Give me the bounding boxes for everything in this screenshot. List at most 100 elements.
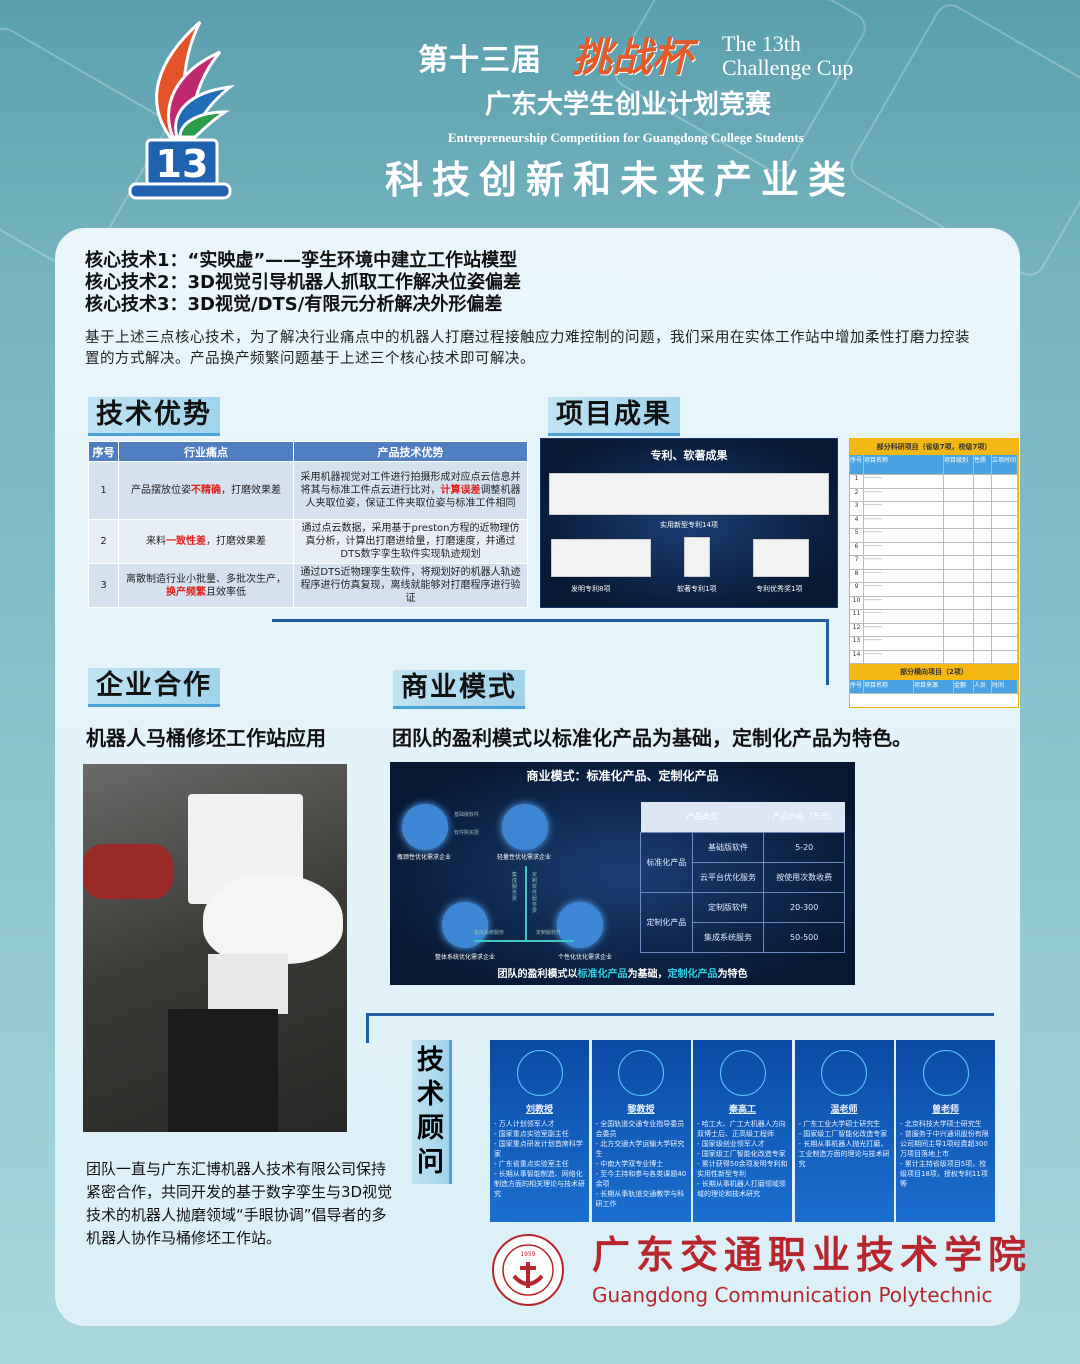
row-name: ─────	[864, 623, 944, 636]
col: 项目名称	[864, 455, 944, 474]
list-row: 7─────	[850, 556, 1018, 570]
row-date	[992, 515, 1018, 528]
robot-base	[168, 1009, 278, 1132]
pain-cell: 离散制造行业小批量、多批次生产，换产频繁且效率低	[118, 563, 294, 608]
col: 序号	[850, 455, 864, 474]
divider-line	[826, 619, 829, 685]
row-level	[944, 583, 974, 596]
section-heading-business: 商业模式	[393, 670, 525, 710]
advisor-credential: - 国家级工厂智能化改造专家	[697, 1150, 786, 1158]
list-title: 部分科研项目（省级7项，校级7项）	[850, 439, 1018, 455]
text: 且效率低	[206, 586, 246, 598]
credential-text: 累计获得50余项发明专利和实用性新型专利	[697, 1160, 788, 1178]
row-level	[944, 529, 974, 542]
advisor-name: 秦高工	[728, 1105, 756, 1115]
arrow-label: 基础版软件	[454, 812, 480, 818]
section-heading-cooperation: 企业合作	[88, 668, 220, 708]
advisor-card: 曾老师- 北京科技大学硕士研究生- 曾服务于中兴通讯股份有限公司期间主导1项经费…	[896, 1040, 995, 1222]
arrow-label: 定制软件服务费	[532, 872, 538, 914]
row-date	[992, 556, 1018, 569]
text: 采用机器视觉对工件进行拍摄形成对应点云信息并将其与标准工件点云进行比对，	[300, 472, 521, 496]
credential-text: 万人计划领军人才	[498, 1120, 555, 1128]
list-row: 6─────	[850, 542, 1018, 556]
cup-name: 挑战杯	[572, 34, 692, 81]
text: 为特色	[717, 969, 748, 980]
credential-text: 曾服务于中兴通讯股份有限公司期间主导1项经费超300万项目落地上市	[900, 1130, 989, 1158]
col: 立项时间	[992, 455, 1018, 474]
category-title: 科技创新和未来产业类	[385, 158, 856, 202]
advantage-cell: 采用机器视觉对工件进行拍摄形成对应点云信息并将其与标准工件点云进行比对，计算误差…	[293, 461, 528, 520]
row-date	[992, 637, 1018, 650]
row-no: 7	[850, 556, 864, 569]
col: 性质	[974, 455, 992, 474]
node-label: 轻量性优化需求企业	[496, 854, 551, 861]
product-price: 5-20	[763, 831, 845, 863]
row-name: ─────	[864, 556, 944, 569]
advisor-name: 刘教授	[525, 1105, 553, 1115]
pain-cell: 来料一致性差，打磨效果差	[118, 519, 294, 564]
product-price: 20-300	[763, 891, 845, 923]
toilet-bowl	[203, 874, 343, 964]
col-header: 产品类型	[640, 802, 764, 832]
row-no: 9	[850, 583, 864, 596]
row-no: 10	[850, 596, 864, 609]
row-no: 1	[850, 475, 864, 488]
divider-line	[272, 619, 828, 622]
advisor-credential: - 长期从事轨道交通教学与科研工作	[595, 1190, 685, 1208]
text: 来料	[146, 536, 166, 547]
row-type	[974, 650, 992, 663]
row-no: 14	[850, 650, 864, 663]
cup-en-line2: Challenge Cup	[722, 55, 854, 80]
row-date	[992, 623, 1018, 636]
row-name: ─────	[864, 488, 944, 501]
advisor-credential: - 至今主持和参与各类课题40余项	[595, 1170, 687, 1188]
patent-panel-title: 专利、软著成果	[650, 449, 728, 462]
bg-hexagon	[608, 0, 872, 178]
credential-text: 北方交通大学运输大学研究生	[595, 1140, 685, 1158]
advantage-cell: 通过DTS近物理孪生软件，将规划好的机器人轨迹程序进行仿真复现，离线就能够对打磨…	[293, 563, 528, 608]
advisor-name: 温老师	[830, 1105, 858, 1115]
section-heading-tech-advantage: 技术优势	[88, 397, 220, 437]
product-type: 标准化产品	[640, 831, 693, 893]
advisor-credential: - 北方交通大学运输大学研究生	[595, 1140, 685, 1158]
school-seal: 1959	[490, 1232, 566, 1308]
row-date	[992, 596, 1018, 609]
advisor-credential: - 累计主持省级项目5项，校级项目18项，授权专利11项等	[900, 1160, 988, 1188]
row-date	[992, 583, 1018, 596]
product-type: 定制化产品	[640, 891, 693, 953]
row-date	[992, 569, 1018, 582]
list-header: 序号项目名称项目级别性质立项时间	[850, 455, 1018, 475]
advisor-name: 曾老师	[931, 1105, 959, 1115]
advisor-credential: - 曾服务于中兴通讯股份有限公司期间主导1项经费超300万项目落地上市	[900, 1130, 989, 1158]
col: 项目级别	[944, 455, 974, 474]
node-label: 瓶颈性优化需求企业	[396, 854, 451, 861]
credential-text: 长期从事机器人打磨领域领域的理论和技术研究	[697, 1180, 786, 1198]
arrow-label: 定制版软件	[536, 930, 562, 936]
competition-title-en: Entrepreneurship Competition for Guangdo…	[448, 130, 804, 145]
toilet-workstation-photo	[83, 764, 347, 1132]
advisor-credential: - 长期从事机器人抛光打磨，工业制造方面的理论与技术研究	[798, 1140, 890, 1168]
product-price: 50-500	[763, 921, 845, 953]
product-item: 定制版软件	[691, 891, 765, 923]
advisor-credential: - 国家级工厂智能化改造专家	[798, 1130, 888, 1138]
advantage-cell: 通过点云数据，采用基于preston方程的近物理仿真分析，计算出打磨进给量，打磨…	[293, 519, 528, 564]
row-name: ─────	[864, 596, 944, 609]
highlight: 换产频繁	[166, 586, 206, 598]
highlight: 计算误差	[440, 485, 481, 496]
highlight: 定制化产品	[667, 969, 718, 980]
invention-patent-certificates	[551, 539, 651, 577]
section-heading-results: 项目成果	[548, 397, 680, 437]
row-level	[944, 515, 974, 528]
row-type	[974, 596, 992, 609]
avatar-placeholder	[618, 1050, 664, 1096]
row-date	[992, 488, 1018, 501]
edition-title: 第十三届	[418, 43, 542, 78]
cooperation-description: 团队一直与广东汇博机器人技术有限公司保持紧密合作，共同开发的基于数字孪生与3D视…	[86, 1160, 393, 1247]
avatar-placeholder	[821, 1050, 867, 1096]
avatar-placeholder	[922, 1050, 969, 1096]
text: 产品摆放位姿	[131, 485, 191, 496]
list-row: 4─────	[850, 515, 1018, 529]
advisor-credential: - 哈工大、广工大机器人方向双博士后、正高级工程师	[697, 1120, 786, 1138]
